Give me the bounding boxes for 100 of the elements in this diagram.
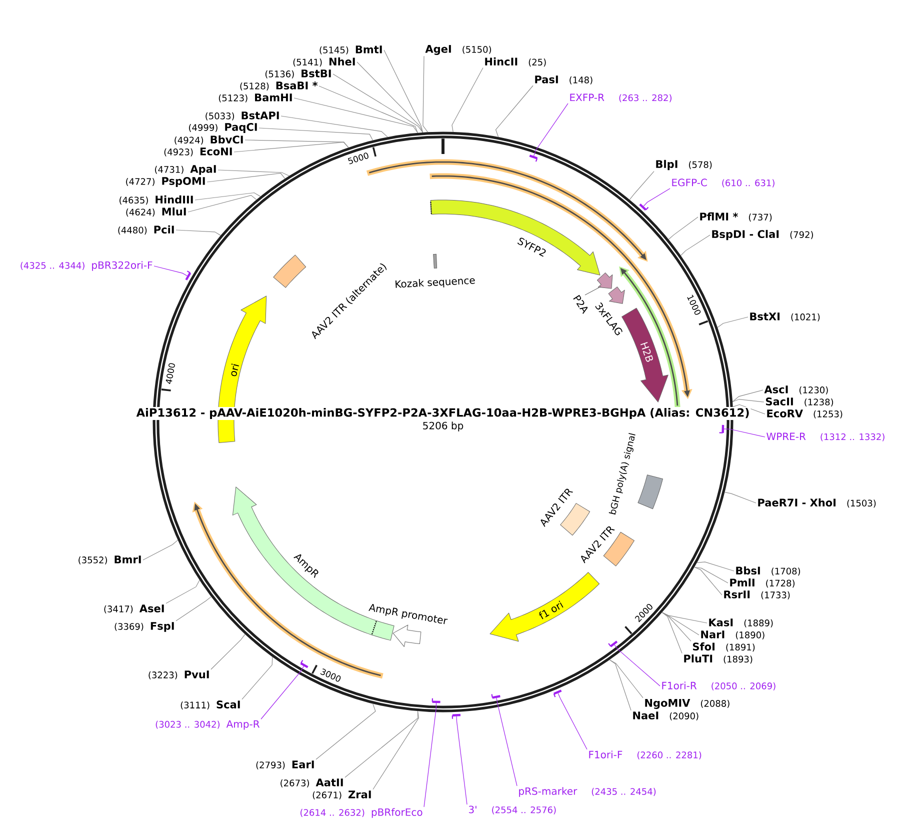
leader-line — [732, 390, 764, 402]
leader-line — [244, 140, 349, 148]
site-label: PasI (148) — [535, 76, 592, 84]
leader-line — [724, 428, 766, 438]
site-label: (4727) PspOMI — [126, 177, 205, 187]
feature-label: bGH poly(A) signal — [608, 433, 636, 515]
scale-label: 4000 — [166, 363, 175, 384]
leader-line — [356, 62, 424, 133]
leader-line — [694, 566, 728, 584]
leader-line — [533, 103, 568, 156]
feature-label: AmpR promoter — [368, 604, 448, 624]
primer-mark — [452, 714, 461, 719]
site-label: (5033) BstAPI — [206, 112, 279, 120]
site-label: (2793) EarI — [256, 760, 314, 770]
leader-line — [218, 170, 290, 176]
site-label: BspDI - ClaI (792) — [712, 230, 813, 240]
leader-line — [629, 170, 654, 200]
site-label: EcoRV (1253) — [767, 410, 842, 418]
primer-mark — [553, 690, 562, 698]
site-label: AgeI (5150) — [425, 45, 492, 55]
leader-line — [558, 692, 588, 750]
site-label: (3111) ScaI — [180, 700, 240, 710]
site-label: (4480) PciI — [118, 225, 174, 235]
leader-line — [316, 703, 376, 760]
site-label: BbsI (1708) — [736, 566, 800, 576]
feature-label: Kozak sequence — [395, 278, 475, 288]
leader-line — [176, 230, 221, 236]
primer-mark — [432, 698, 440, 704]
site-label: (5123) BamHI — [218, 94, 292, 102]
site-label: PluTI (1893) — [684, 654, 752, 664]
leader-line — [732, 398, 764, 402]
primer-label: (2614 .. 2632) pBRforEco — [300, 808, 422, 818]
primer-mark — [639, 204, 649, 211]
primer-label: 3' (2554 .. 2576) — [468, 806, 556, 814]
leader-line — [372, 710, 419, 790]
leader-line — [332, 74, 424, 133]
site-label: (5128) BsaBI * — [240, 82, 318, 90]
site-label: KasI (1889) — [709, 618, 773, 628]
leader-line — [662, 612, 682, 654]
leader-line — [717, 316, 748, 328]
primer-label: (4325 .. 4344) pBR322ori-F — [20, 261, 152, 271]
leader-line — [258, 128, 374, 141]
primer-label: F1ori-F (2260 .. 2281) — [589, 750, 702, 760]
primer-label: EGFP-C (610 .. 631) — [672, 178, 774, 188]
site-label: SacII (1238) — [766, 398, 834, 406]
site-label: SfoI (1891) — [692, 642, 755, 652]
primer-mark — [608, 640, 618, 648]
primer-mark — [529, 154, 538, 162]
leader-line — [456, 716, 468, 805]
site-label: (2673) AatII — [280, 778, 343, 788]
leader-line — [452, 67, 484, 132]
leader-line — [234, 142, 349, 152]
primer-label: F1ori-R (2050 .. 2069) — [662, 682, 776, 690]
leader-line — [384, 50, 424, 133]
site-label: PaeR7I - XhoI (1503) — [758, 498, 876, 508]
leader-line — [424, 702, 437, 808]
site-label: AscI (1230) — [764, 386, 828, 394]
primer-label: EXFP-R (263 .. 282) — [570, 94, 672, 102]
site-label: (3223) PvuI — [148, 670, 209, 680]
leader-line — [318, 86, 418, 134]
leader-line — [210, 634, 246, 670]
leader-line — [662, 612, 700, 636]
site-label: (3369) FspI — [114, 622, 174, 632]
site-label: (4999) PaqCI — [189, 123, 257, 133]
site-label: (4924) BbvCI — [174, 135, 243, 145]
leader-line — [496, 698, 518, 786]
site-label: NgoMIV (2088) — [645, 699, 730, 709]
leader-line — [206, 172, 286, 182]
site-label: (4635) HindIII — [120, 195, 193, 205]
leader-line — [280, 116, 388, 138]
site-label: BstXI (1021) — [750, 312, 820, 322]
leader-line — [154, 266, 188, 276]
leader-line — [495, 85, 534, 138]
site-label: (3417) AseI — [104, 604, 164, 614]
site-label: NarI (1890) — [701, 630, 764, 640]
leader-line — [643, 188, 670, 207]
site-label: (2671) ZraI — [312, 790, 371, 800]
site-label: PflMI * (737) — [700, 212, 772, 222]
leader-line — [142, 540, 178, 560]
site-label: (4923) EcoNI — [164, 148, 232, 156]
leader-line — [732, 404, 766, 414]
leader-line — [242, 656, 273, 700]
length-label: 5206 bp — [423, 422, 464, 432]
site-label: BlpI (578) — [656, 160, 712, 170]
primer-mark — [491, 694, 500, 699]
primer-mark — [185, 270, 192, 280]
leader-line — [668, 216, 698, 240]
leader-line — [696, 562, 734, 572]
scale-label: 3000 — [320, 668, 341, 682]
leader-line — [694, 566, 722, 596]
leader-line — [294, 98, 418, 134]
leader-line — [188, 195, 257, 212]
site-label: PmlI (1728) — [730, 578, 794, 588]
leader-line — [724, 492, 756, 504]
leader-line — [260, 666, 304, 720]
map-title: AiP13612 - pAAV-AiE1020h-minBG-SYFP2-P2A-3XFLAG-10aa-H2B-WPRE3-BGHpA (Alias: CN3612) — [135, 407, 751, 420]
site-label: RsrII (1733) — [724, 590, 790, 600]
site-label: (3552) BmrI — [78, 556, 141, 564]
primer-mark — [300, 660, 308, 668]
site-label: (5145) BmtI — [320, 46, 382, 54]
